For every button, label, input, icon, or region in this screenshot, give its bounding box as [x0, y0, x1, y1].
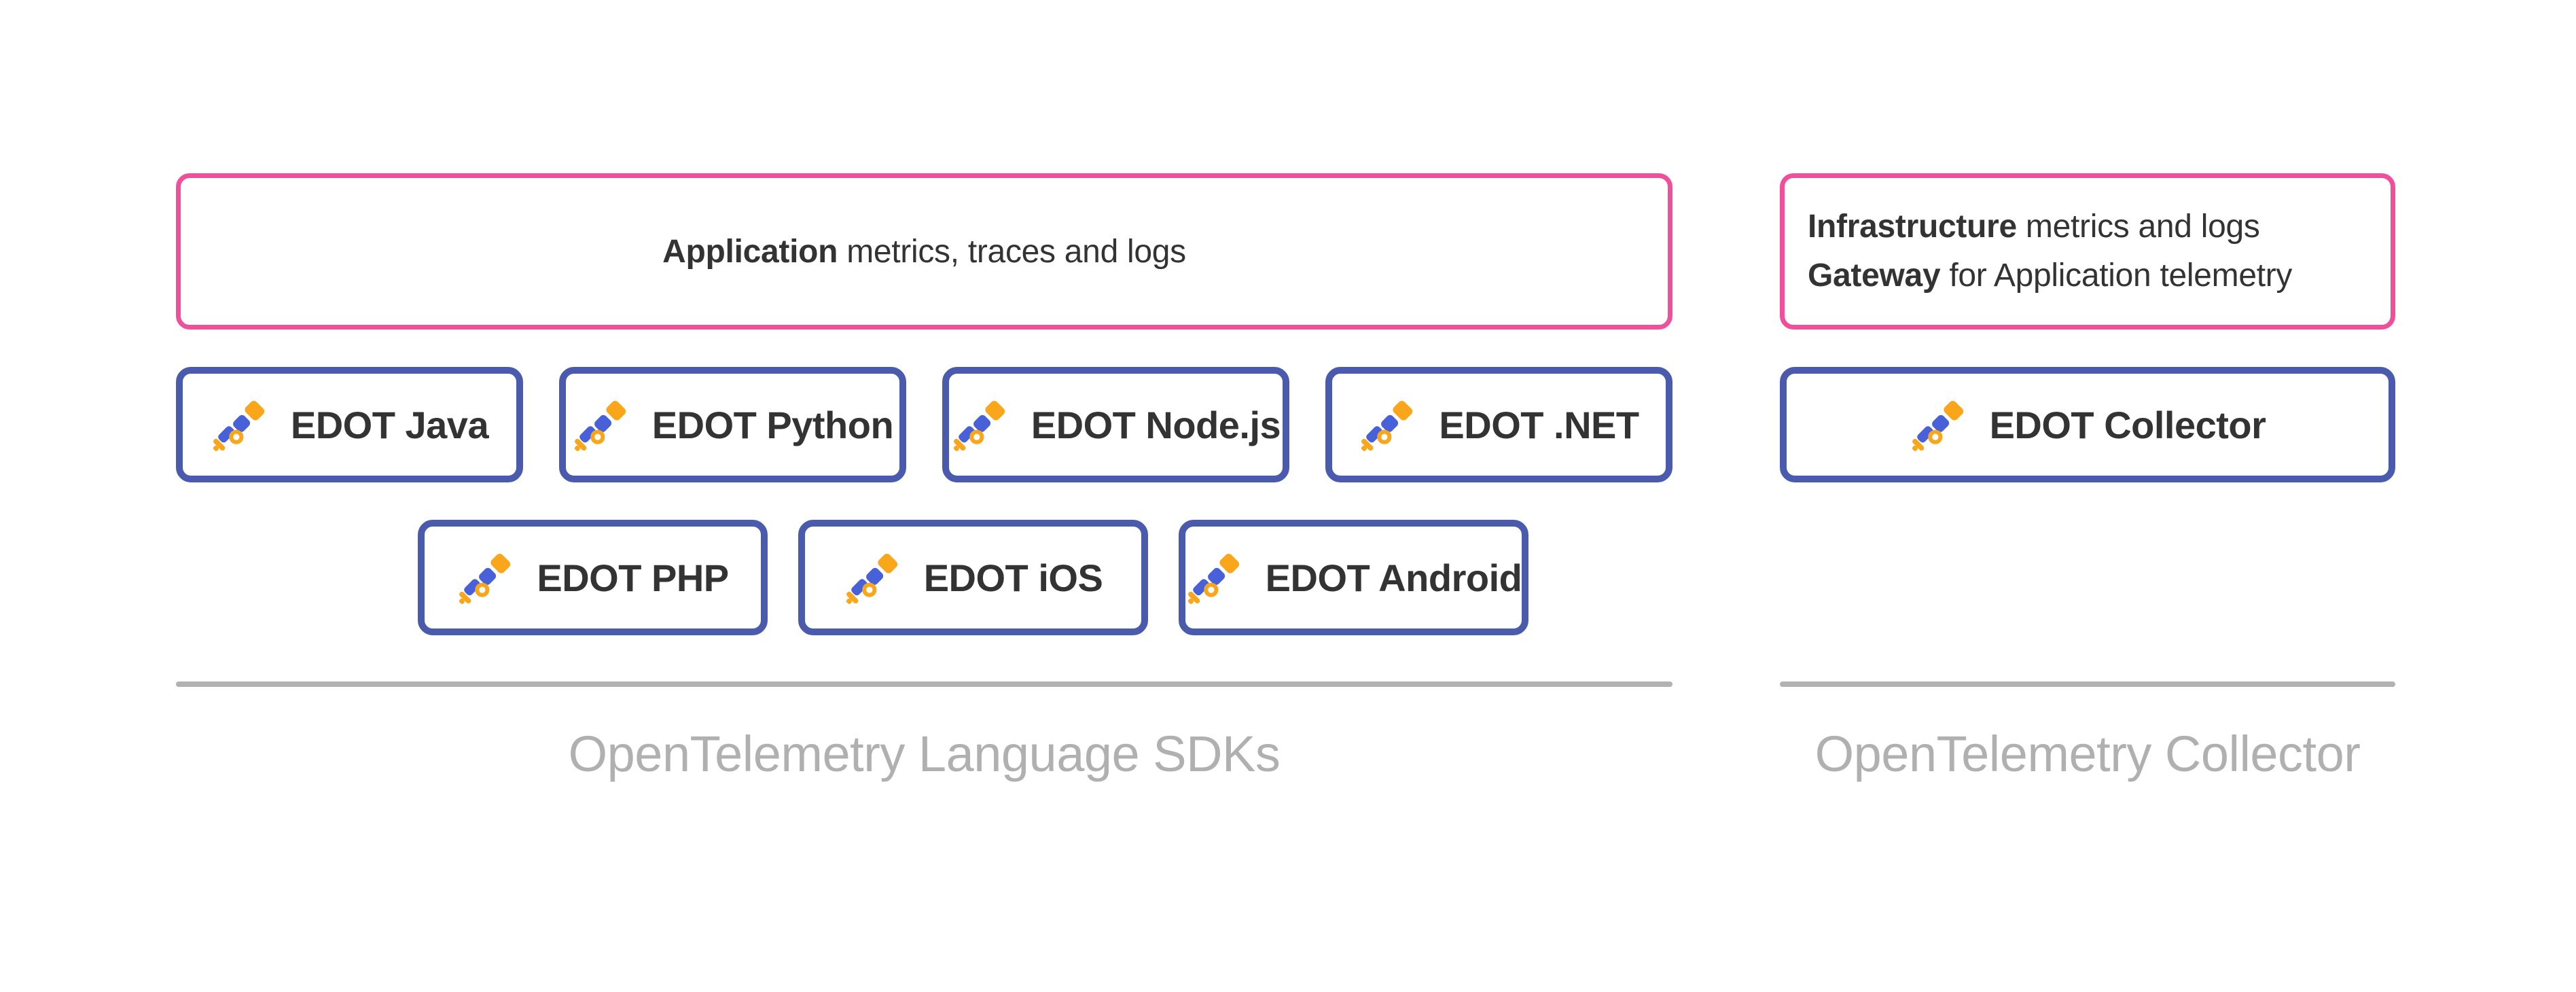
- sdk-row-2: EDOT PHP EDOT iOS EDOT Android: [225, 520, 1721, 635]
- edot-telescope-icon: [211, 395, 270, 455]
- infrastructure-line-2: Gateway for Application telemetry: [1808, 258, 2293, 294]
- collector-section-caption: OpenTelemetry Collector: [1814, 726, 2361, 782]
- sdk-row-1: EDOT Java EDOT Python EDOT Node.js EDOT …: [176, 367, 1672, 482]
- infrastructure-telemetry-text: Infrastructure metrics and logs Gateway …: [1808, 202, 2292, 300]
- edot-telescope-icon: [1185, 548, 1245, 607]
- collector-boxes-area: EDOT Collector: [1780, 367, 2395, 635]
- edot-box-label: EDOT Node.js: [1031, 403, 1281, 446]
- application-telemetry-box: Application metrics, traces and logs: [176, 173, 1672, 330]
- edot-telescope-icon: [844, 548, 904, 607]
- edot-box-label: EDOT Android: [1265, 556, 1522, 599]
- sdk-section-caption: OpenTelemetry Language SDKs: [568, 726, 1281, 782]
- edot-telescope-icon: [1910, 395, 1969, 455]
- edot-box-label: EDOT Python: [651, 403, 894, 446]
- edot-telescope-icon: [951, 395, 1011, 455]
- edot-box-label: EDOT PHP: [537, 556, 729, 599]
- collector-section: Infrastructure metrics and logs Gateway …: [1780, 173, 2395, 783]
- edot-box-label: EDOT .NET: [1439, 403, 1639, 446]
- edot-php-box: EDOT PHP: [418, 520, 768, 635]
- edot-android-box: EDOT Android: [1179, 520, 1528, 635]
- collector-section-divider: [1780, 681, 2395, 687]
- edot-ios-box: EDOT iOS: [798, 520, 1148, 635]
- edot-telescope-icon: [572, 395, 632, 455]
- infrastructure-telemetry-box: Infrastructure metrics and logs Gateway …: [1780, 173, 2395, 330]
- edot-box-label: EDOT Collector: [1989, 403, 2266, 446]
- sdk-boxes-area: EDOT Java EDOT Python EDOT Node.js EDOT …: [176, 367, 1672, 635]
- edot-java-box: EDOT Java: [176, 367, 523, 482]
- infrastructure-line-1: Infrastructure metrics and logs: [1808, 209, 2260, 245]
- sdk-section-divider: [176, 681, 1672, 687]
- edot-telescope-icon: [457, 548, 516, 607]
- edot-telescope-icon: [1359, 395, 1418, 455]
- sdk-section: Application metrics, traces and logs EDO…: [176, 173, 1672, 783]
- edot-python-box: EDOT Python: [559, 367, 906, 482]
- edot-nodejs-box: EDOT Node.js: [942, 367, 1289, 482]
- edot-architecture-diagram: Application metrics, traces and logs EDO…: [176, 173, 2395, 783]
- edot-collector-box: EDOT Collector: [1780, 367, 2395, 482]
- edot-dotnet-box: EDOT .NET: [1325, 367, 1672, 482]
- edot-box-label: EDOT Java: [290, 403, 489, 446]
- application-telemetry-text: Application metrics, traces and logs: [662, 233, 1186, 270]
- edot-box-label: EDOT iOS: [923, 556, 1103, 599]
